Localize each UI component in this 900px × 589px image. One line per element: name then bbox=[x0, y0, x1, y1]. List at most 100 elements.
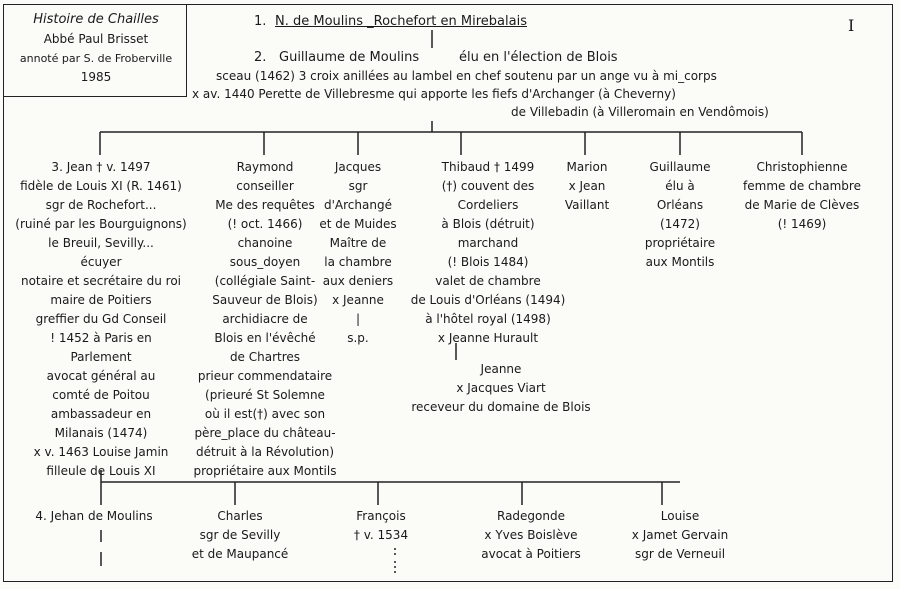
person-line: receveur du domaine de Blois bbox=[411, 400, 591, 414]
person-line: propriétaire bbox=[644, 236, 716, 250]
person-line: Guillaume bbox=[649, 160, 711, 174]
person-line: prieur commendataire bbox=[197, 369, 333, 383]
person-line: le Breuil, Sevilly... bbox=[48, 236, 154, 250]
person-line: de Chartres bbox=[229, 350, 301, 364]
person-line: (! 1469) bbox=[777, 217, 827, 231]
gen3-raymond: Raymond conseiller Me des requêtes (! oct. … bbox=[194, 158, 337, 481]
person-line: Blois en l'évêché bbox=[214, 331, 316, 345]
person-line: de Marie de Clèves bbox=[744, 198, 860, 212]
person-line: sgr de Rochefort... bbox=[45, 198, 157, 212]
person-line: ! 1452 à Paris en bbox=[50, 331, 152, 345]
person-line: Radegonde bbox=[497, 509, 565, 523]
person-line: Jacques bbox=[334, 160, 382, 174]
person-line: x Jeanne bbox=[332, 293, 384, 307]
gen2-marriage2: de Villebadin (à Villeromain en Vendômoi… bbox=[511, 105, 769, 119]
person-line: aux Montils bbox=[645, 255, 715, 269]
person-line: chanoine bbox=[237, 236, 293, 250]
person-line: x Jacques Viart bbox=[456, 381, 546, 395]
page-number: I bbox=[848, 16, 855, 35]
person-line: Raymond bbox=[236, 160, 294, 174]
person-line: notaire et secrétaire du roi bbox=[20, 274, 182, 288]
gen4-francois: François † v. 1534 bbox=[354, 507, 408, 545]
person-line: Marion bbox=[566, 160, 608, 174]
person-line: (! oct. 1466) bbox=[227, 217, 303, 231]
person-line: femme de chambre bbox=[743, 179, 861, 193]
source-author: Abbé Paul Brisset bbox=[43, 32, 149, 46]
source-year: 1985 bbox=[80, 70, 112, 84]
person-line: | bbox=[355, 312, 361, 326]
person-line: propriétaire aux Montils bbox=[193, 464, 337, 478]
person-line: ambassadeur en bbox=[50, 407, 152, 421]
person-line: à l'hôtel royal (1498) bbox=[425, 312, 551, 326]
person-line: Thibaud † 1499 bbox=[441, 160, 535, 174]
person-line: 4. Jehan de Moulins bbox=[35, 509, 153, 523]
person-line: x Jean bbox=[568, 179, 606, 193]
person-line: père_place du château- bbox=[194, 426, 336, 440]
gen2-marriage1: x av. 1440 Perette de Villebresme qui ap… bbox=[192, 87, 676, 101]
person-line: François bbox=[356, 509, 406, 523]
gen4-jehan: 4. Jehan de Moulins bbox=[35, 507, 152, 526]
person-line: aux deniers bbox=[322, 274, 394, 288]
person-line: marchand bbox=[457, 236, 519, 250]
person-line: (1472) bbox=[660, 217, 700, 231]
person-line: (prieuré St Solemne bbox=[205, 388, 325, 402]
person-line: où il est(†) avec son bbox=[204, 407, 326, 421]
person-line: comté de Poitou bbox=[52, 388, 150, 402]
person-line: fidèle de Louis XI (R. 1461) bbox=[20, 179, 182, 193]
person-line: Maître de bbox=[329, 236, 387, 250]
person-line: Orléans bbox=[656, 198, 704, 212]
person-line: sous_doyen bbox=[229, 255, 301, 269]
source-annotation: annoté par S. de Froberville bbox=[19, 52, 173, 65]
gen2-name: Guillaume de Moulins bbox=[279, 50, 420, 65]
person-line: sgr de Verneuil bbox=[634, 547, 726, 561]
person-line: (collégiale Saint- bbox=[214, 274, 316, 288]
person-line: la chambre bbox=[324, 255, 392, 269]
person-line: et de Maupancé bbox=[191, 547, 289, 561]
person-line: x Jeanne Hurault bbox=[437, 331, 539, 345]
person-line: Cordeliers bbox=[457, 198, 519, 212]
gen3-guillaume: Guillaume élu à Orléans (1472) propriétaire a… bbox=[645, 158, 715, 272]
person-line: détruit à la Révolution) bbox=[196, 445, 334, 459]
person-line: (! Blois 1484) bbox=[447, 255, 529, 269]
person-line: élu à bbox=[665, 179, 695, 193]
person-line: écuyer bbox=[80, 255, 122, 269]
person-line: greffier du Gd Conseil bbox=[35, 312, 167, 326]
person-line: Milanais (1474) bbox=[54, 426, 148, 440]
person-line: (†) couvent des bbox=[441, 179, 535, 193]
gen2-label: 2. bbox=[254, 50, 267, 65]
person-line: (ruiné par les Bourguignons) bbox=[15, 217, 187, 231]
person-line: Sauveur de Blois) bbox=[212, 293, 318, 307]
person-line: de Louis d'Orléans (1494) bbox=[410, 293, 566, 307]
person-line: Parlement bbox=[70, 350, 132, 364]
person-line: Me des requêtes bbox=[215, 198, 315, 212]
person-line: Louise bbox=[660, 509, 700, 523]
person-line: Charles bbox=[217, 509, 263, 523]
person-line: s.p. bbox=[347, 331, 369, 345]
person-line: Jeanne bbox=[480, 362, 522, 376]
gen1-name: N. de Moulins _Rochefort en Mirebalais bbox=[275, 14, 527, 29]
person-line: à Blois (détruit) bbox=[441, 217, 535, 231]
page-frame bbox=[3, 4, 893, 582]
person-line: x Jamet Gervain bbox=[631, 528, 729, 542]
person-line: sgr bbox=[348, 179, 368, 193]
thibaud-child-jeanne: Jeanne x Jacques Viart receveur du domaine… bbox=[411, 360, 590, 417]
person-line: conseiller bbox=[236, 179, 294, 193]
person-line: avocat général au bbox=[46, 369, 156, 383]
gen2-note: élu en l'élection de Blois bbox=[459, 50, 618, 65]
person-line: valet de chambre bbox=[435, 274, 541, 288]
person-line: † v. 1534 bbox=[353, 528, 409, 542]
person-line: avocat à Poitiers bbox=[481, 547, 581, 561]
person-line: x v. 1463 Louise Jamin bbox=[33, 445, 169, 459]
gen4-louise: Louise x Jamet Gervain sgr de Verneuil bbox=[632, 507, 728, 564]
person-line: maire de Poitiers bbox=[50, 293, 152, 307]
person-line: Vaillant bbox=[564, 198, 610, 212]
source-title: Histoire de Chailles bbox=[33, 12, 159, 27]
